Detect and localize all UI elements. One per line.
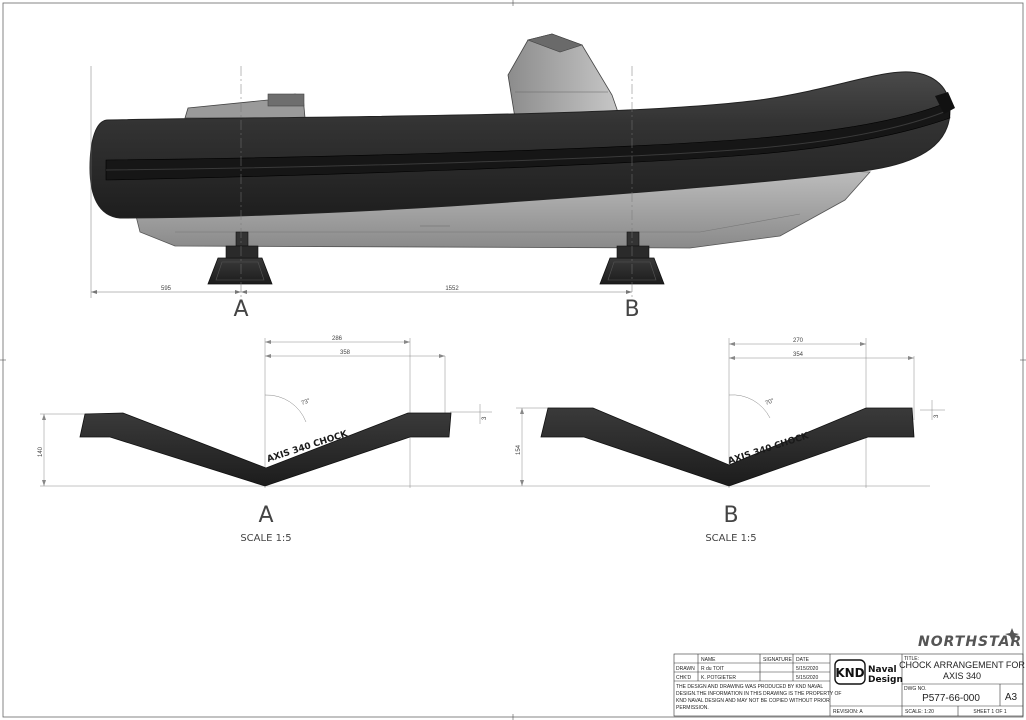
tb-header-name: NAME — [701, 657, 716, 663]
tb-notice-line1: THE DESIGN AND DRAWING WAS PRODUCED BY K… — [676, 684, 823, 690]
tb-dwg-number: P577-66-000 — [922, 693, 980, 704]
northstar-logo: NORTHSTAR — [918, 634, 1022, 650]
dim-b-end: 3 — [934, 414, 940, 418]
dim-a-width-inner: 286 — [332, 336, 343, 342]
tb-title-line1: CHOCK ARRANGEMENT FOR — [899, 660, 1025, 670]
knd-design: Design — [868, 675, 903, 685]
dim-b-width-inner: 270 — [793, 338, 804, 344]
side-view-dimensions — [90, 66, 633, 298]
scale-label-a: SCALE 1:5 — [240, 533, 291, 544]
tb-row1-role: DRAWN — [676, 666, 695, 672]
dim-b-height: 154 — [516, 444, 522, 455]
tb-row2-date: 5/15/2020 — [796, 675, 818, 681]
tb-row2-role: CHK'D — [676, 675, 692, 681]
tb-row1-name: R du TOIT — [701, 666, 724, 672]
section-label-view-b: B — [723, 503, 738, 528]
section-label-top-b: B — [624, 297, 639, 322]
star-icon — [1005, 628, 1019, 641]
tb-notice-line4: PERMISSION. — [676, 705, 709, 711]
dim-b-width-outer: 354 — [793, 352, 804, 358]
chock-b-profile — [540, 407, 915, 487]
knd-logo-box — [834, 659, 866, 685]
tb-row1-date: 5/15/2020 — [796, 666, 818, 672]
title-block — [673, 653, 1024, 717]
chock-section-a: AXIS 340 CHOCK — [40, 338, 930, 488]
section-label-view-a: A — [258, 503, 273, 528]
tb-revision: REVISION: A — [833, 709, 863, 715]
rubbing-strake — [105, 101, 951, 181]
tb-row2-name: K. POTGIETER — [701, 675, 736, 681]
boat-side-view — [89, 33, 955, 285]
section-label-top-a: A — [233, 297, 248, 322]
knd-logo: KND — [835, 666, 864, 680]
dim-b-angle: 70° — [765, 398, 776, 407]
chock-section-b: AXIS 340 CHOCK — [516, 338, 945, 488]
tb-scale: SCALE: 1:20 — [905, 709, 934, 715]
dim-chock-spacing: 1552 — [445, 286, 459, 292]
tb-notice-line3: KND NAVAL DESIGN AND MAY NOT BE COPIED W… — [676, 698, 830, 704]
chock-a-side — [207, 231, 273, 285]
scale-label-b: SCALE 1:5 — [705, 533, 756, 544]
inflatable-tube — [89, 71, 951, 219]
dim-a-end: 3 — [482, 416, 488, 420]
chock-a-profile — [79, 412, 452, 487]
tb-sheet-size: A3 — [1005, 692, 1018, 703]
dim-a-angle: 73° — [301, 398, 312, 407]
dim-a-height: 140 — [38, 446, 44, 457]
dim-a-width-outer: 358 — [340, 350, 351, 356]
tb-notice-line2: DESIGN.THE INFORMATION IN THIS DRAWING I… — [676, 691, 841, 697]
tb-header-date: DATE — [796, 657, 810, 663]
knd-naval: Naval — [868, 665, 897, 675]
tb-sheet: SHEET 1 OF 1 — [973, 709, 1006, 715]
tb-title-label: TITLE: — [904, 656, 919, 662]
tb-dwg-label: DWG NO. — [904, 686, 927, 692]
tb-title-line2: AXIS 340 — [943, 671, 981, 681]
dim-overall-offset: 595 — [161, 286, 172, 292]
tb-header-signature: SIGNATURE — [763, 657, 792, 663]
